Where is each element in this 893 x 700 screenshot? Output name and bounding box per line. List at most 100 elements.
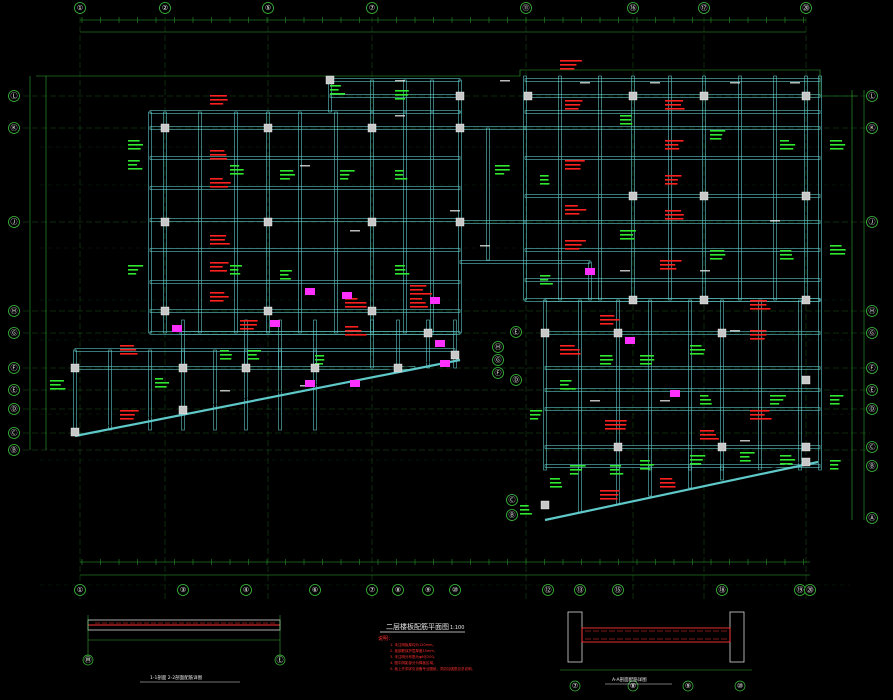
- axis-bubble-top-circle: [74, 2, 86, 14]
- axis-bubble-inner-circle: [506, 509, 518, 521]
- column: [717, 442, 727, 452]
- dimension-note-white: [450, 210, 460, 212]
- axis-bubble-left-circle: [8, 90, 20, 102]
- rebar-annotation-red: [565, 108, 579, 110]
- axis-bubble-right: Ⓖ: [869, 329, 876, 337]
- rebar-annotation-red: [665, 140, 684, 142]
- beam: [459, 260, 591, 264]
- dimension-note-white: [480, 245, 490, 247]
- dimension-layer: [29, 17, 865, 576]
- beam: [544, 445, 821, 449]
- axis-bubble-inner-circle: [506, 494, 518, 506]
- rebar-annotation-green: [640, 460, 650, 462]
- axis-bubble-left-circle: [8, 384, 20, 396]
- rebar-annotation-red: [660, 478, 673, 480]
- rebar-annotation-green: [395, 265, 405, 267]
- rebar-annotation-green: [830, 245, 842, 247]
- axis-bubble-right-circle: [866, 90, 878, 102]
- slab-opening-mark: [625, 337, 635, 344]
- beam: [149, 248, 461, 252]
- rebar-annotation-green: [640, 363, 653, 365]
- sloped-edge-beam-inner: [544, 457, 819, 517]
- rebar-annotation-red: [565, 205, 578, 207]
- rebar-annotation-red: [120, 345, 134, 347]
- rebar-annotation-green: [280, 278, 291, 280]
- slab-opening-mark: [585, 268, 595, 275]
- rebar-annotation-red: [660, 482, 676, 484]
- beam: [738, 75, 742, 301]
- beam: [430, 79, 434, 113]
- rebar-annotation-green: [248, 354, 257, 356]
- axis-bubble-inner: Ⓒ: [509, 496, 516, 504]
- dimension-note-white: [740, 440, 750, 442]
- beam: [426, 319, 430, 369]
- axis-bubble-bottom: ⑫: [545, 586, 552, 594]
- rebar-annotation-green: [710, 254, 726, 256]
- beam: [598, 75, 602, 301]
- rebar-annotation-red: [660, 486, 676, 488]
- rebar-annotation-green: [830, 403, 840, 405]
- rebar-annotation-red: [660, 268, 677, 270]
- beam: [244, 319, 248, 369]
- rebar-annotation-red: [660, 260, 682, 262]
- rebar-annotation-green: [690, 459, 703, 461]
- beam: [523, 75, 527, 301]
- rebar-annotation-green: [550, 486, 563, 488]
- axis-bubble-bottom: ④: [243, 586, 249, 594]
- slab-opening-mark: [342, 292, 352, 299]
- beam: [524, 110, 821, 114]
- slab-opening-mark: [670, 390, 680, 397]
- section-left-axis-b: Ⓛ: [277, 656, 284, 664]
- rebar-annotation-red: [210, 239, 225, 241]
- rebar-annotation-red: [210, 186, 228, 188]
- beam: [578, 465, 582, 513]
- dimension-note-white: [395, 115, 405, 117]
- axis-bubble-top-circle: [159, 2, 171, 14]
- beam: [524, 194, 821, 198]
- sloped-edge-beam: [74, 358, 461, 438]
- rebar-annotation-red: [700, 430, 715, 432]
- rebar-annotation-red: [600, 323, 614, 325]
- rebar-annotation-red: [345, 302, 367, 304]
- rebar-annotation-red: [240, 328, 254, 330]
- rebar-annotation-green: [600, 363, 612, 365]
- column: [699, 295, 709, 305]
- rebar-annotation-green: [780, 455, 792, 457]
- rebar-annotation-red: [410, 298, 423, 300]
- rebar-annotation-red: [560, 64, 577, 66]
- rebar-annotation-red: [210, 266, 223, 268]
- rebar-annotation-red: [605, 424, 627, 426]
- dimension-note-white: [660, 400, 670, 402]
- axis-bubble-top-circle: [262, 2, 274, 14]
- rebar-annotation-green: [560, 388, 576, 390]
- rebar-annotation-red: [120, 418, 134, 420]
- beam: [149, 218, 461, 222]
- beam-layer: [73, 75, 822, 522]
- rebar-annotation-green: [395, 178, 408, 180]
- rebar-annotation-green: [830, 460, 841, 462]
- axis-bubble-left: Ⓔ: [11, 386, 18, 394]
- rebar-annotation-red: [565, 104, 581, 106]
- rebar-annotation-green: [640, 468, 651, 470]
- rebar-annotation-green: [540, 175, 549, 177]
- rebar-annotation-green: [330, 85, 341, 87]
- axis-bubble-left: Ⓑ: [11, 446, 18, 454]
- rebar-annotation-green: [740, 456, 750, 458]
- column: [160, 217, 170, 227]
- axis-bubble-bottom-circle: [716, 584, 728, 596]
- rebar-annotation-red: [750, 304, 767, 306]
- rebar-annotation-green: [830, 249, 846, 251]
- axis-bubble-right: Ⓔ: [869, 386, 876, 394]
- rebar-annotation-green: [230, 165, 240, 167]
- axis-bubble-left-circle: [8, 327, 20, 339]
- rebar-annotation-green: [710, 130, 726, 132]
- axis-bubble-bottom-circle: [574, 584, 586, 596]
- axis-bubble-top: ②: [162, 4, 168, 12]
- section-right-axis-3: ⑨: [685, 682, 691, 690]
- column: [801, 91, 811, 101]
- axis-bubble-bottom: ③: [180, 586, 186, 594]
- slab-opening-mark: [172, 325, 182, 332]
- rebar-annotation-green: [570, 465, 586, 467]
- dimension-note-white: [300, 165, 310, 167]
- axis-bubble-inner: Ⓕ: [495, 369, 502, 377]
